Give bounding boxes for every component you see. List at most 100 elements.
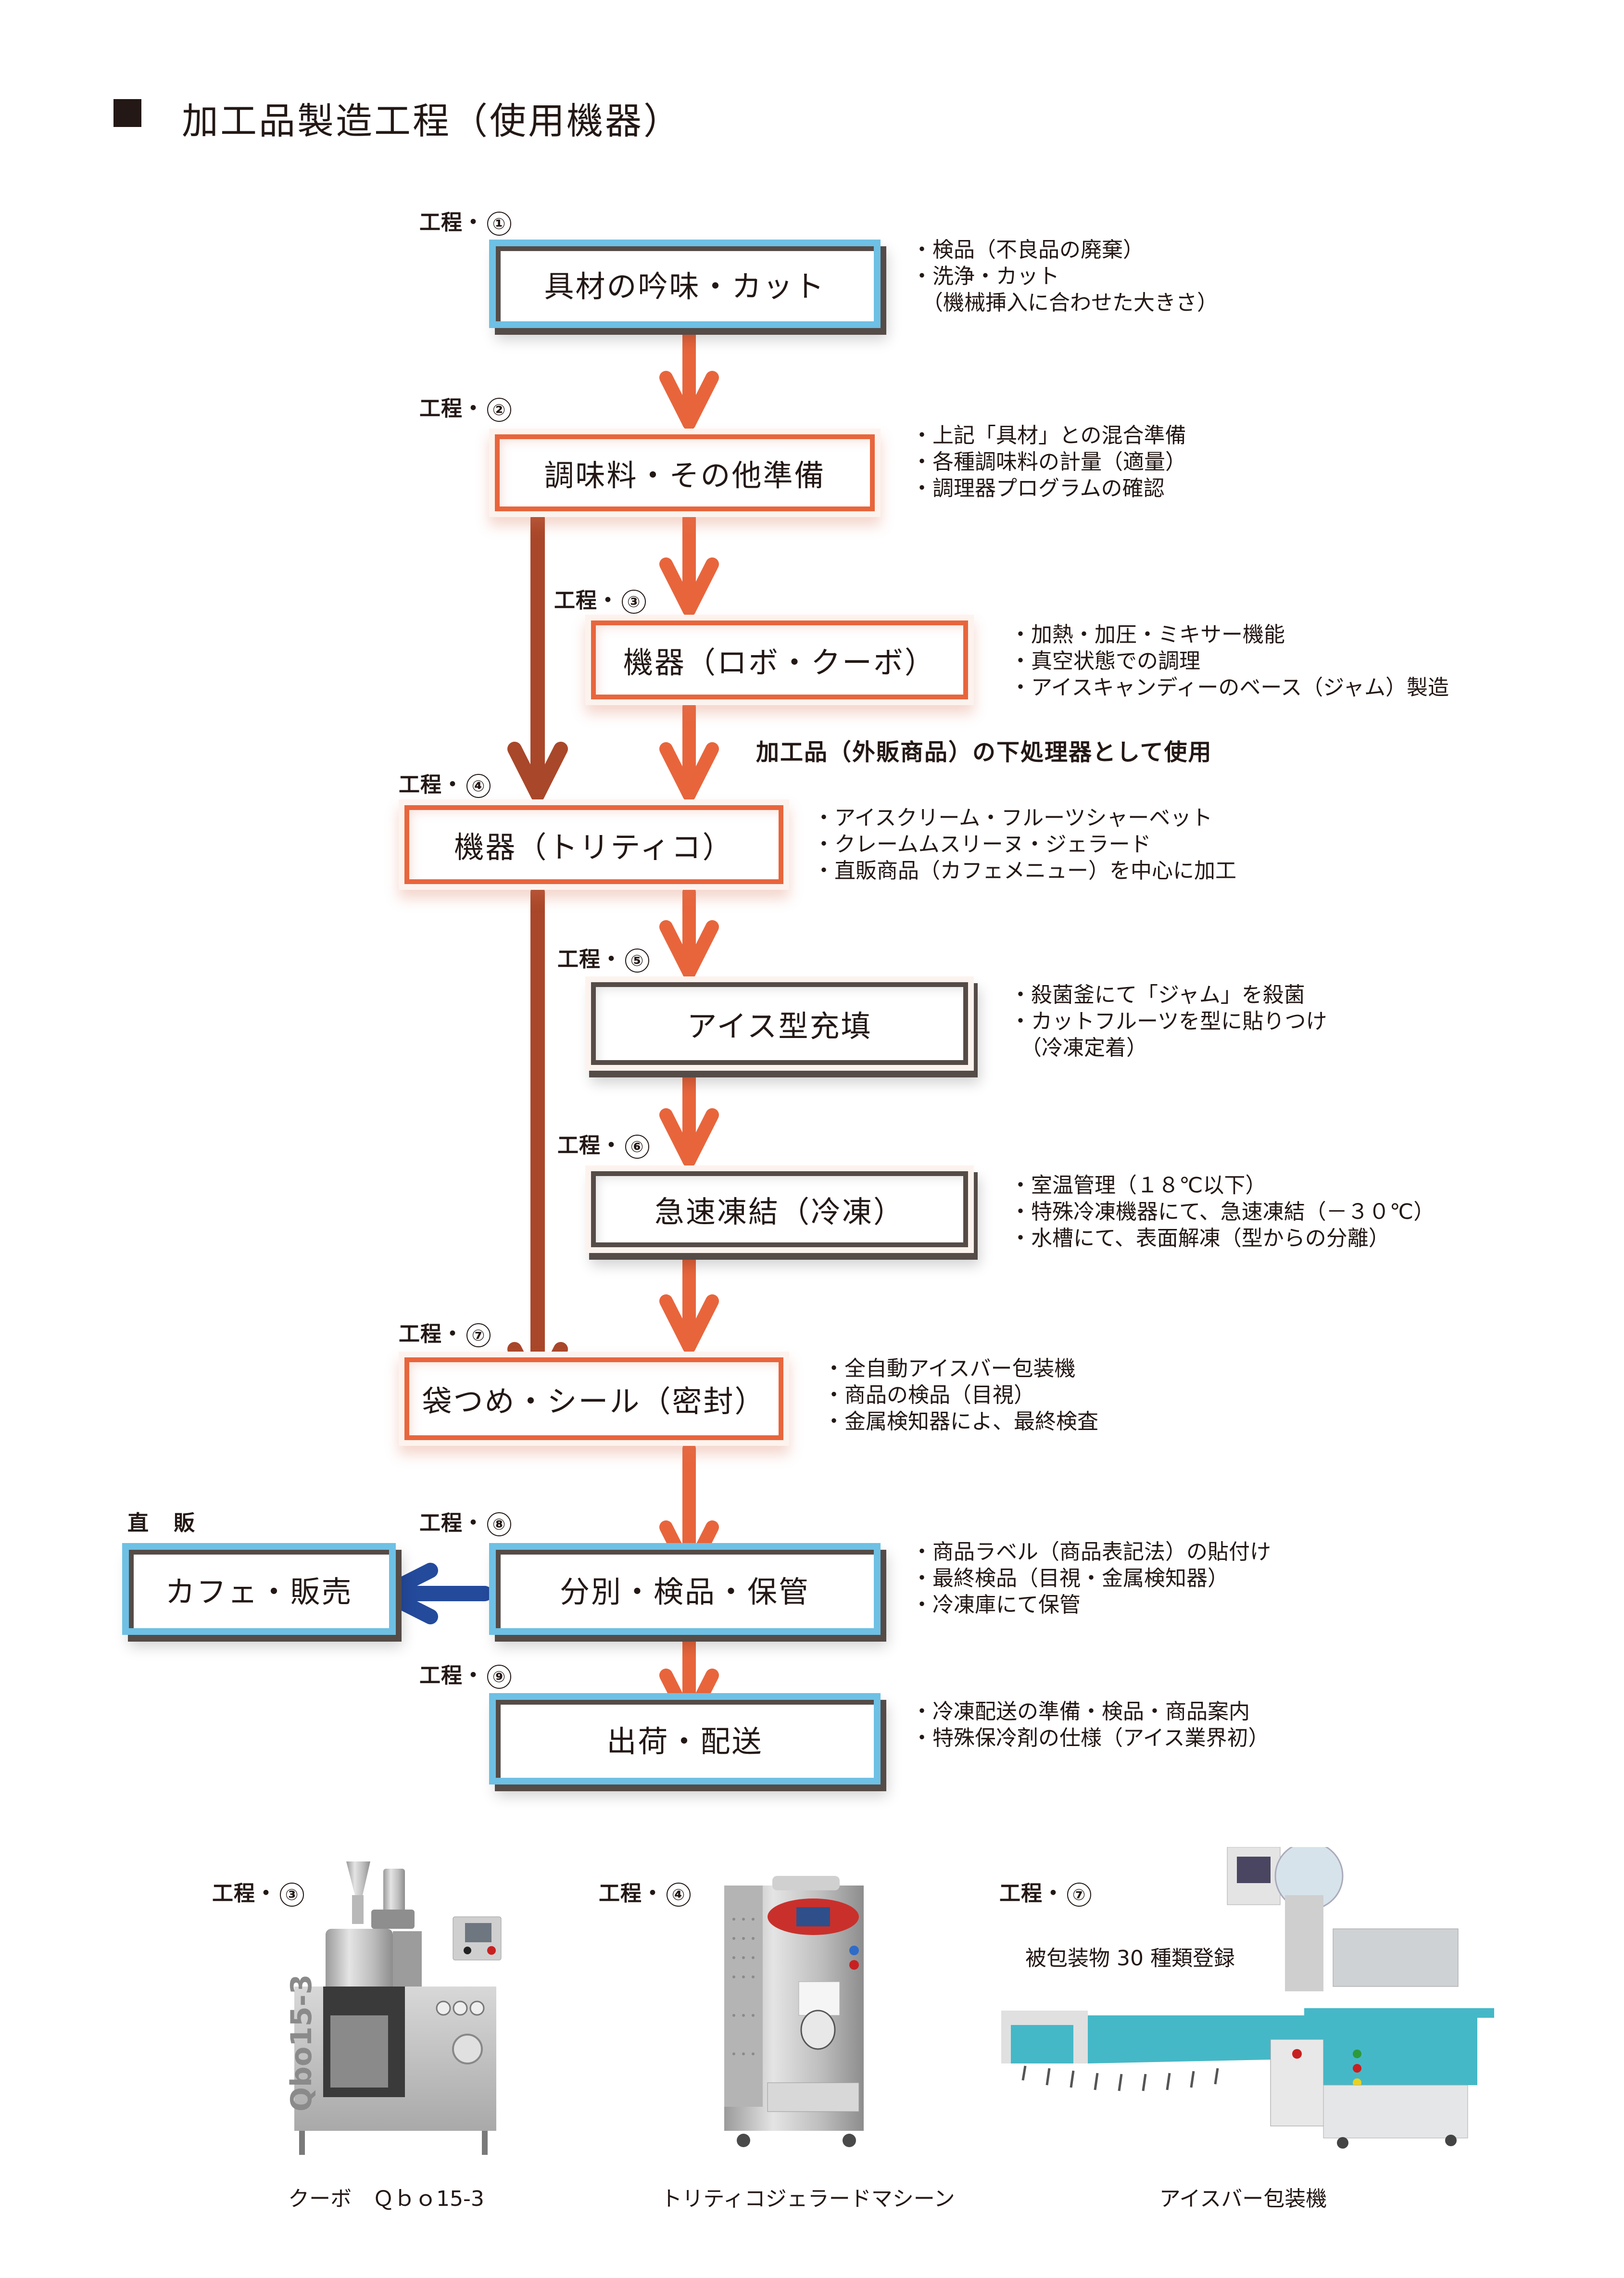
machine-1-step-label: 工程・③ — [212, 1876, 304, 1907]
step-label-text: 工程・ — [554, 588, 619, 613]
step-4-notes: ・アイスクリーム・フルーツシャーベット ・クレームムスリーヌ・ジェラード ・直販… — [813, 805, 1236, 884]
note-item: ・最終検品（目視・金属検知器） — [911, 1566, 1229, 1591]
note-item: （機械挿入に合わせた大きさ） — [911, 291, 1218, 315]
arrow-step1-to-step2 — [659, 325, 719, 430]
direct-sale-label: 直 販 — [127, 1511, 197, 1535]
machine-3-step-label: 工程・⑦ — [999, 1876, 1091, 1907]
step-7-label: 工程・⑦ — [399, 1316, 491, 1347]
arrow-step4-to-step5 — [659, 886, 719, 979]
step-1-notes: ・検品（不良品の廃棄） ・洗浄・カット （機械挿入に合わせた大きさ） — [911, 237, 1218, 316]
step-3-title: 機器（ロボ・クーボ） — [623, 645, 936, 680]
step-number-badge: ⑦ — [466, 1323, 491, 1347]
step-3-usage-subtitle: 加工品（外販商品）の下処理器として使用 — [756, 739, 1212, 766]
step-number-badge: ⑦ — [1067, 1883, 1091, 1907]
step-7-notes: ・全自動アイスバー包装機 ・商品の検品（目視） ・金属検知器によ、最終検査 — [823, 1355, 1098, 1435]
step-2-title: 調味料・その他準備 — [544, 458, 826, 493]
step-label-text: 工程・ — [419, 210, 484, 235]
arrow-step4-to-step7-bypass — [507, 885, 568, 1402]
step-label-text: 工程・ — [557, 1133, 622, 1158]
note-item: ・洗浄・カット — [911, 264, 1059, 289]
step-7-box: 袋つめ・シール（密封） — [399, 1352, 789, 1446]
step-label-text: 工程・ — [557, 947, 622, 972]
arrow-step5-to-step6 — [659, 1067, 719, 1167]
step-number-badge: ⑧ — [487, 1512, 511, 1536]
note-item: ・クレームムスリーヌ・ジェラード — [813, 832, 1151, 857]
step-number-badge: ③ — [280, 1883, 304, 1907]
title-bullet-square — [113, 99, 141, 127]
arrow-step3-to-step4 — [659, 700, 719, 801]
step-label-text: 工程・ — [419, 1663, 484, 1688]
note-item: ・調理器プログラムの確認 — [911, 476, 1165, 501]
step-number-badge: ③ — [622, 590, 646, 614]
cafe-sales-box: カフェ・販売 — [122, 1543, 396, 1635]
step-8-notes: ・商品ラベル（商品表記法）の貼付け ・最終検品（目視・金属検知器） ・冷凍庫にて… — [911, 1539, 1271, 1618]
step-2-notes: ・上記「具材」との混合準備 ・各種調味料の計量（適量） ・調理器プログラムの確認 — [911, 422, 1186, 502]
arrow-step6-to-step7 — [659, 1249, 719, 1354]
step-number-badge: ① — [487, 212, 511, 236]
step-label-text: 工程・ — [999, 1881, 1064, 1906]
step-number-badge: ② — [487, 398, 511, 422]
note-item: ・殺菌釜にて「ジャム」を殺菌 — [1010, 983, 1305, 1007]
step-6-notes: ・室温管理（１８℃以下） ・特殊冷凍機器にて、急速凍結（－３０℃） ・水槽にて、… — [1010, 1172, 1435, 1252]
note-item: ・加熱・加圧・ミキサー機能 — [1010, 622, 1285, 647]
step-number-badge: ④ — [466, 774, 491, 798]
note-item: ・各種調味料の計量（適量） — [911, 450, 1186, 474]
note-item: ・商品の検品（目視） — [823, 1383, 1035, 1407]
step-7-title: 袋つめ・シール（密封） — [422, 1384, 766, 1419]
step-label-text: 工程・ — [399, 1322, 464, 1346]
arrow-step2-to-step3 — [659, 512, 719, 617]
note-item: ・金属検知器によ、最終検査 — [823, 1409, 1098, 1434]
step-label-text: 工程・ — [599, 1881, 664, 1906]
note-item: ・室温管理（１８℃以下） — [1010, 1173, 1267, 1198]
step-3-box: 機器（ロボ・クーボ） — [585, 615, 974, 705]
qbo-cooker-photo: Qbo15-3 — [285, 1861, 502, 2155]
machine-1-caption: クーボ Ｑｂｏ15-3 — [288, 2187, 484, 2211]
step-8-box: 分別・検品・保管 — [489, 1543, 881, 1635]
step-4-box: 機器（トリティコ） — [399, 799, 789, 890]
model-mark: Qbo15-3 — [285, 1974, 318, 2112]
step-5-title: アイス型充填 — [687, 1009, 872, 1044]
ice-bar-wrapper-photo — [1001, 1847, 1494, 2149]
cafe-sales-title: カフェ・販売 — [165, 1574, 353, 1609]
note-item: ・真空状態での調理 — [1010, 649, 1200, 673]
trittico-gelato-machine-photo — [724, 1876, 864, 2147]
step-label-text: 工程・ — [399, 772, 464, 797]
step-number-badge: ④ — [667, 1883, 691, 1907]
step-5-label: 工程・⑤ — [557, 942, 649, 973]
step-5-box: アイス型充填 — [585, 976, 974, 1071]
note-item: ・検品（不良品の廃棄） — [911, 238, 1144, 262]
step-number-badge: ⑤ — [625, 949, 649, 973]
arrow-step8-to-cafe — [377, 1563, 492, 1624]
page-title: 加工品製造工程（使用機器） — [182, 100, 682, 142]
note-item: ・冷凍配送の準備・検品・商品案内 — [911, 1699, 1250, 1724]
note-item: ・上記「具材」との混合準備 — [911, 423, 1186, 448]
note-item: ・水槽にて、表面解凍（型からの分離） — [1010, 1226, 1390, 1251]
step-number-badge: ⑨ — [487, 1665, 511, 1689]
step-2-label: 工程・② — [419, 391, 511, 422]
step-8-title: 分別・検品・保管 — [559, 1574, 810, 1609]
step-number-badge: ⑥ — [625, 1135, 649, 1159]
arrow-step2-to-step4-bypass — [507, 511, 568, 802]
note-item: ・特殊冷凍機器にて、急速凍結（－３０℃） — [1010, 1200, 1435, 1224]
note-item: ・直販商品（カフェメニュー）を中心に加工 — [813, 859, 1236, 883]
step-9-box: 出荷・配送 — [489, 1693, 881, 1784]
step-1-label: 工程・① — [419, 205, 511, 236]
step-3-notes: ・加熱・加圧・ミキサー機能 ・真空状態での調理 ・アイスキャンディーのベース（ジ… — [1010, 621, 1449, 701]
step-8-label: 工程・⑧ — [419, 1506, 511, 1536]
note-item: ・商品ラベル（商品表記法）の貼付け — [911, 1540, 1271, 1564]
step-6-label: 工程・⑥ — [557, 1128, 649, 1159]
step-9-notes: ・冷凍配送の準備・検品・商品案内 ・特殊保冷剤の仕様（アイス業界初） — [911, 1698, 1269, 1751]
step-9-label: 工程・⑨ — [419, 1658, 511, 1689]
step-6-title: 急速凍結（冷凍） — [654, 1194, 905, 1229]
step-4-title: 機器（トリティコ） — [454, 830, 734, 865]
step-1-box: 具材の吟味・カット — [489, 240, 881, 328]
note-item: （冷凍定着） — [1010, 1036, 1147, 1060]
note-item: ・全自動アイスバー包装機 — [823, 1356, 1076, 1381]
step-1-title: 具材の吟味・カット — [544, 269, 826, 304]
note-item: ・特殊保冷剤の仕様（アイス業界初） — [911, 1726, 1270, 1750]
step-label-text: 工程・ — [212, 1881, 277, 1906]
step-3-label: 工程・③ — [554, 583, 646, 614]
registered-items-note: 被包装物 30 種類登録 — [1025, 1946, 1235, 1971]
note-item: ・アイスクリーム・フルーツシャーベット — [813, 806, 1213, 830]
step-label-text: 工程・ — [419, 1511, 484, 1535]
